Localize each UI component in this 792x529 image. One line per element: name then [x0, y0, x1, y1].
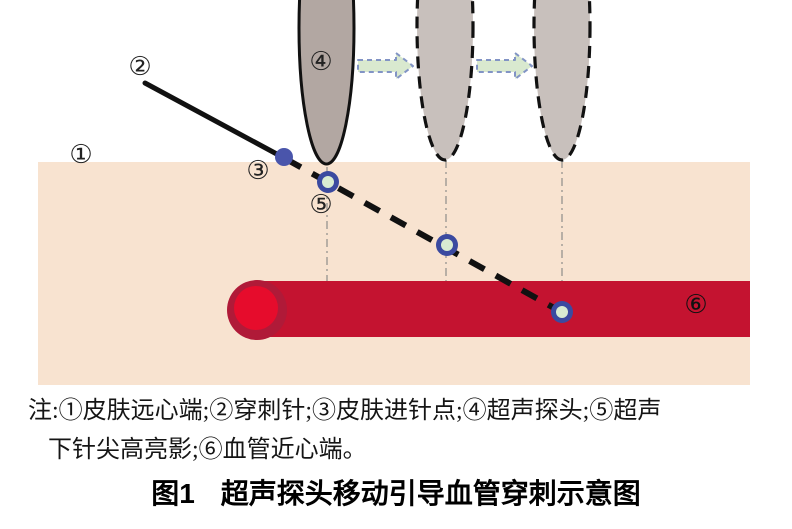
label-probe: ④	[309, 47, 332, 77]
label-vessel-proximal: ⑥	[684, 290, 707, 320]
ultrasound-probe	[297, 0, 356, 166]
move-arrow-icon-1	[357, 52, 414, 80]
needle-tip-highlight-2	[436, 234, 458, 256]
skin-layer	[38, 162, 750, 385]
needle-tip-highlight-1	[317, 171, 339, 193]
probe-ghost-2	[532, 0, 592, 162]
skin-entry-dot	[275, 148, 293, 166]
needle-shaft	[142, 80, 289, 162]
label-tip-highlight: ⑤	[309, 190, 332, 220]
label-skin-distal: ①	[69, 140, 92, 170]
note-line-1: 注:①皮肤远心端;②穿刺针;③皮肤进针点;④超声探头;⑤超声	[28, 398, 662, 424]
vessel-lumen-circle	[234, 286, 278, 330]
label-needle: ②	[128, 52, 151, 82]
blood-vessel	[229, 281, 750, 337]
needle-path-dashed	[284, 156, 558, 312]
figure-note: 注:①皮肤远心端;②穿刺针;③皮肤进针点;④超声探头;⑤超声 下针尖高亮影;⑥血…	[28, 392, 768, 470]
probe-ghost-1	[415, 0, 475, 162]
figure-caption: 图1 超声探头移动引导血管穿刺示意图	[0, 472, 792, 512]
move-arrow-icon-2	[476, 52, 533, 80]
figure-number: 图1	[151, 478, 195, 509]
needle-tip-highlight-3	[551, 301, 573, 323]
puncture-diagram: ① ② ③ ④ ⑤ ⑥	[38, 0, 750, 385]
figure-title: 超声探头移动引导血管穿刺示意图	[220, 478, 641, 509]
note-line-2: 下针尖高亮影;⑥血管近心端。	[48, 437, 367, 463]
label-entry-point: ③	[246, 156, 269, 186]
